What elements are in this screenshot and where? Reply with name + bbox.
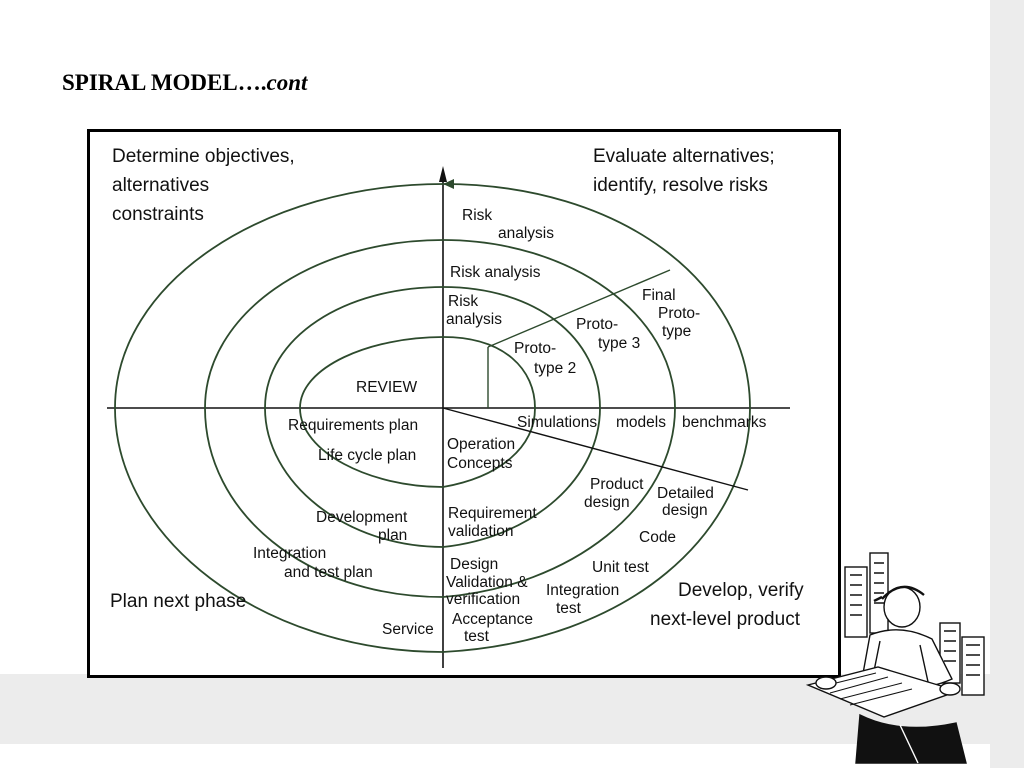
acceptance-test-line-1: Acceptance — [452, 611, 533, 628]
simulations-label: Simulations — [517, 414, 597, 431]
integration-test-line-1: Integration — [546, 582, 619, 599]
vertical-axis-arrow — [439, 166, 447, 182]
prototype-3-line-1: Proto- — [576, 316, 618, 333]
development-plan-line-1: Development — [316, 509, 408, 526]
operation-concepts-line-1: Operation — [447, 436, 515, 453]
quadrant-top-left-line-2: alternatives — [112, 175, 209, 196]
final-prototype-line-1: Final — [642, 287, 676, 304]
requirements-plan-label: Requirements plan — [288, 417, 418, 434]
operation-concepts-line-2: Concepts — [447, 455, 513, 472]
final-prototype-line-2: Proto- — [658, 305, 700, 322]
quadrant-top-left-line-3: constraints — [112, 204, 204, 225]
code-label: Code — [639, 529, 676, 546]
detailed-design-line-2: design — [662, 502, 708, 519]
quadrant-bottom-left: Plan next phase — [110, 591, 246, 612]
spiral-loop-third — [264, 286, 601, 548]
review-label: REVIEW — [356, 379, 418, 396]
spiral-diagram-svg: Determine objectives, alternatives const… — [107, 146, 804, 668]
prototype-line — [487, 269, 671, 348]
product-design-line-2: design — [584, 494, 630, 511]
slide-title: SPIRAL MODEL….cont — [62, 70, 307, 96]
design-diagonal-line — [442, 407, 749, 491]
design-validation-line-3: verification — [446, 591, 520, 608]
risk-analysis-inner-line-2: analysis — [446, 311, 502, 328]
spiral-loop-outer — [114, 183, 751, 653]
integration-test-line-2: test — [556, 600, 582, 617]
development-plan-line-2: plan — [378, 527, 407, 544]
final-prototype-line-3: type — [662, 323, 691, 340]
risk-analysis-second: Risk analysis — [450, 264, 541, 281]
spiral-loop-inner — [299, 336, 536, 488]
quadrant-bottom-right-line-1: Develop, verify — [678, 580, 804, 601]
service-label: Service — [382, 621, 434, 638]
spiral-arrow-icon — [443, 179, 454, 189]
unit-test-label: Unit test — [592, 559, 650, 576]
design-validation-line-2: Validation & — [446, 574, 528, 591]
slide-title-italic: cont — [266, 70, 308, 95]
prototype-2-line-2: type 2 — [534, 360, 576, 377]
benchmarks-label: benchmarks — [682, 414, 767, 431]
models-label: models — [616, 414, 666, 431]
requirement-validation-line-1: Requirement — [448, 505, 537, 522]
life-cycle-plan-label: Life cycle plan — [318, 447, 416, 464]
product-design-line-1: Product — [590, 476, 644, 493]
quadrant-bottom-right-line-2: next-level product — [650, 609, 801, 630]
spiral-diagram: Determine objectives, alternatives const… — [87, 129, 841, 678]
quadrant-top-right-line-2: identify, resolve risks — [593, 175, 768, 196]
slide-title-main: SPIRAL MODEL…. — [62, 70, 267, 95]
quadrant-top-left-line-1: Determine objectives, — [112, 146, 295, 167]
spiral-loop-second — [204, 239, 676, 598]
design-validation-line-1: Design — [450, 556, 498, 573]
requirement-validation-line-2: validation — [448, 523, 514, 540]
prototype-3-line-2: type 3 — [598, 335, 640, 352]
quadrant-top-right-line-1: Evaluate alternatives; — [593, 146, 775, 167]
risk-analysis-inner-line-1: Risk — [448, 293, 478, 310]
right-edge-strip — [990, 0, 1024, 768]
detailed-design-line-1: Detailed — [657, 485, 714, 502]
risk-analysis-outer-line-2: analysis — [498, 225, 554, 242]
prototype-2-line-1: Proto- — [514, 340, 556, 357]
risk-analysis-outer-line-1: Risk — [462, 207, 492, 224]
acceptance-test-line-2: test — [464, 628, 490, 645]
reading-man-clipart — [805, 552, 985, 764]
integration-test-plan-line-2: and test plan — [284, 564, 373, 581]
integration-test-plan-line-1: Integration — [253, 545, 326, 562]
